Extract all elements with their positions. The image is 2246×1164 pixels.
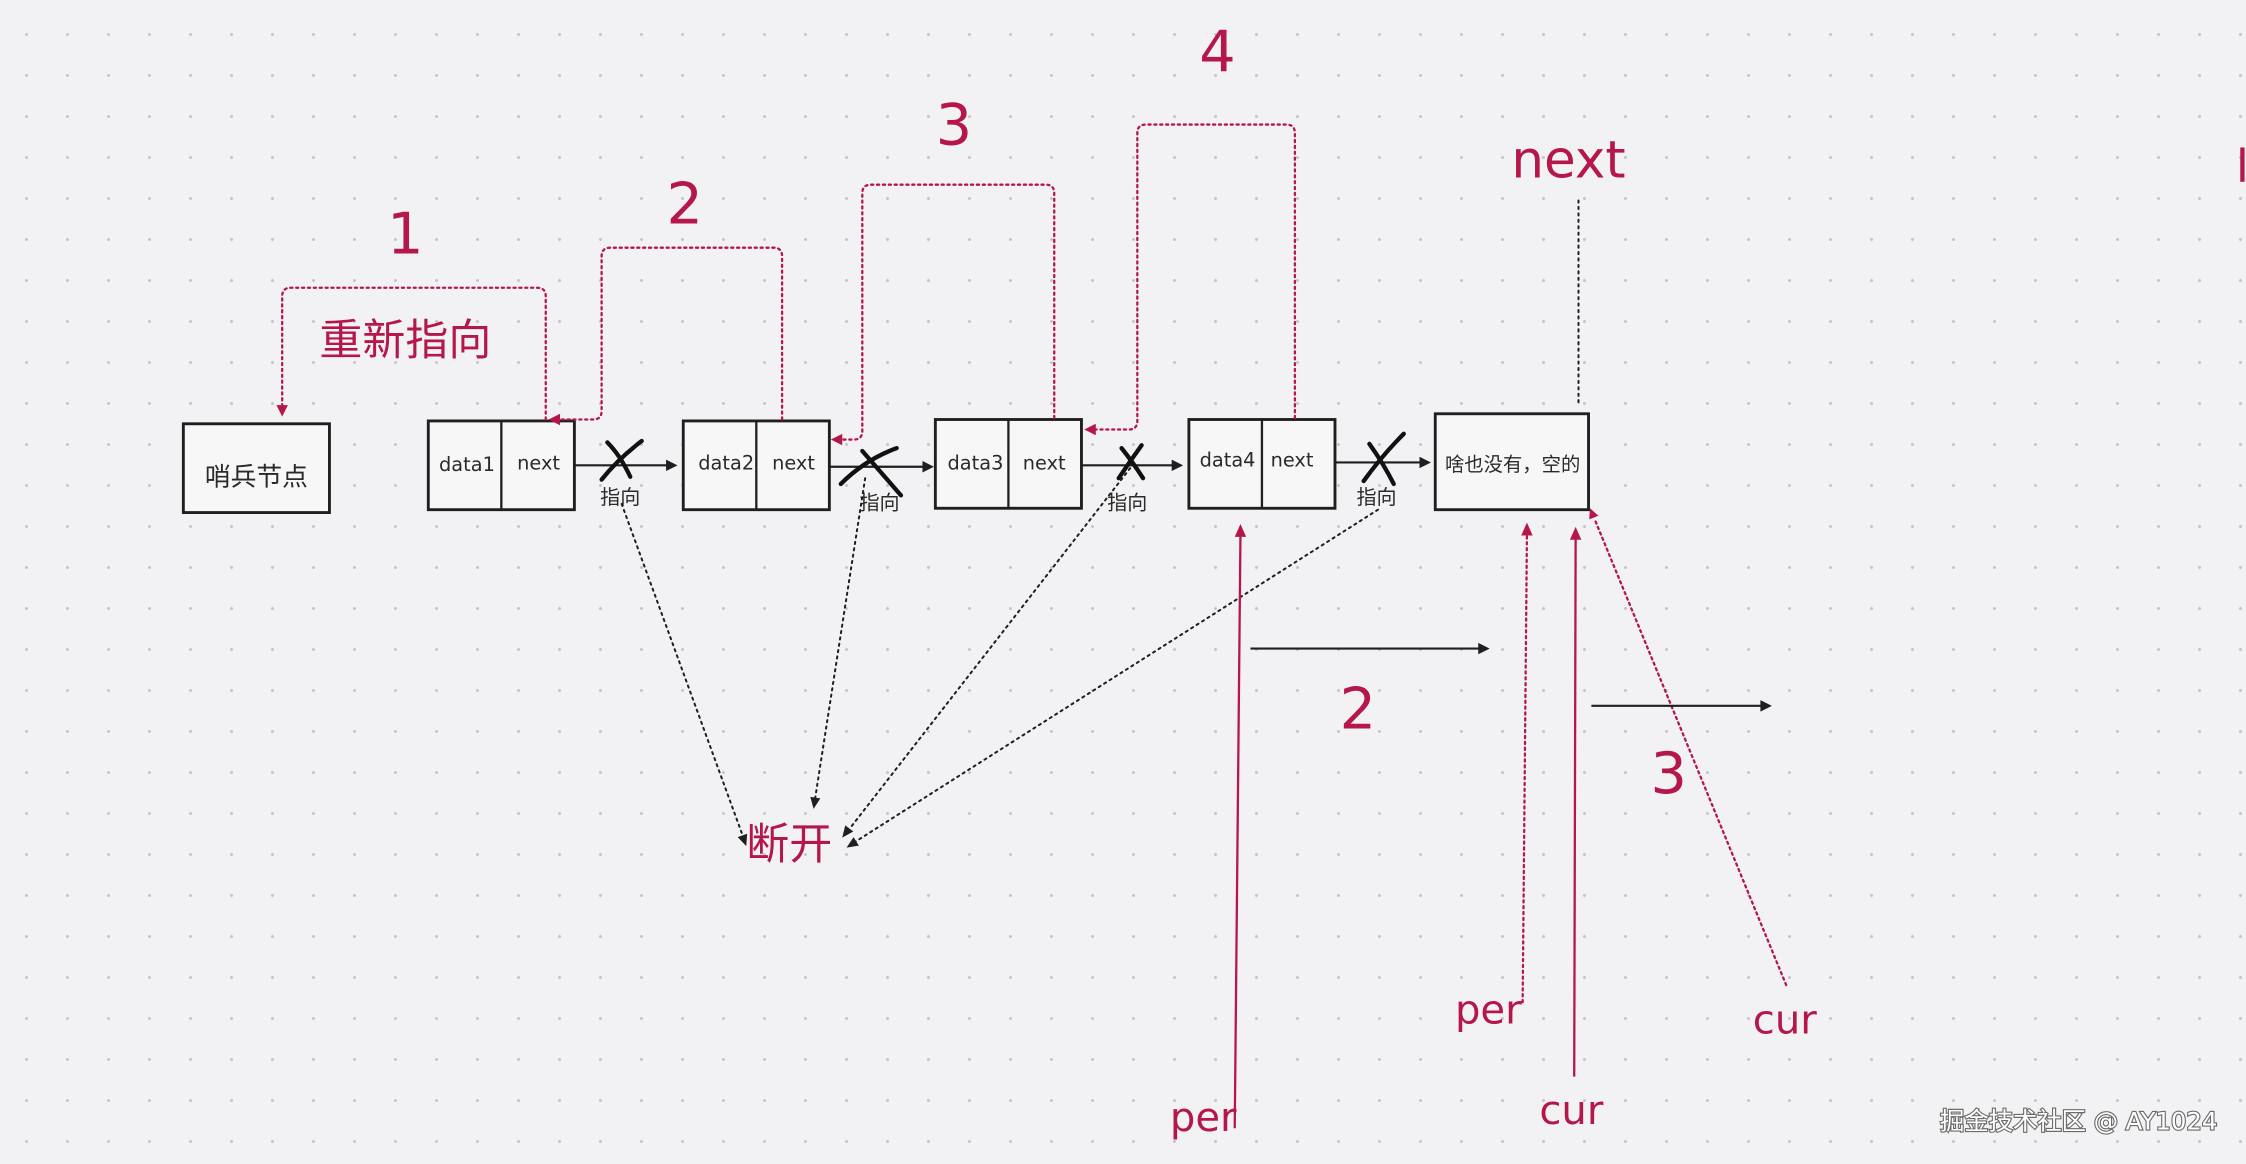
link-arrow-1-to-2 — [574, 459, 678, 472]
cross-out-mark-1 — [599, 438, 644, 482]
redirect-step-label-4: 4 — [1199, 19, 1235, 86]
cross-out-mark-2 — [838, 445, 904, 498]
cur-pointer-arrow-2 — [1589, 508, 1788, 987]
node-1-next-field: next — [517, 452, 560, 475]
node-4: data4 next — [1187, 418, 1337, 510]
redirect-arrow-4 — [1084, 123, 1297, 436]
link-label-4: 指向 — [1356, 485, 1396, 509]
break-line-2 — [810, 477, 867, 809]
cur-pointer-label-2: cur — [1753, 998, 1817, 1044]
redirect-step-label-2: 2 — [666, 170, 702, 237]
node-1-data-field: data1 — [439, 453, 495, 476]
empty-node-box — [1433, 412, 1590, 512]
empty-node-label: 啥也没有，空的 — [1445, 453, 1580, 476]
redirect-arrow-3 — [830, 183, 1056, 446]
node-1: data1 next — [426, 419, 576, 512]
redirect-arrow-1 — [276, 286, 547, 421]
move-step-label-2: 2 — [1340, 676, 1376, 743]
redirect-label: 重新指向 — [319, 316, 491, 366]
cur-pointer-arrow-1 — [1569, 526, 1582, 1077]
per-pointer-label-1: per — [1170, 1095, 1237, 1141]
node-3-data-field: data3 — [948, 452, 1004, 475]
link-label-2: 指向 — [859, 491, 899, 515]
break-line-1 — [620, 502, 748, 847]
node-2-data-field: data2 — [698, 452, 754, 475]
redirect-step-label-1: 1 — [387, 200, 423, 267]
node-3: data3 next — [933, 418, 1083, 510]
break-line-4 — [846, 508, 1379, 848]
per-pointer-arrow-1 — [1233, 524, 1247, 1129]
per-pointer-arrow-2 — [1521, 522, 1533, 1004]
link-label-1: 指向 — [600, 485, 640, 509]
empty-node: 啥也没有，空的 — [1433, 412, 1590, 512]
sentinel-node-label: 哨兵节点 — [205, 462, 308, 492]
redirect-arrow-2 — [548, 246, 784, 426]
next-label: next — [1511, 131, 1625, 191]
cur-pointer-label-1: cur — [1539, 1088, 1603, 1134]
move-arrow-3 — [1591, 700, 1772, 712]
move-step-label-3: 3 — [1651, 740, 1687, 807]
redirect-step-label-3: 3 — [936, 92, 972, 159]
cross-out-mark-4 — [1361, 431, 1406, 487]
node-2-next-field: next — [772, 452, 815, 475]
move-arrow-2 — [1250, 642, 1490, 655]
node-3-next-field: next — [1023, 452, 1066, 475]
break-label: 断开 — [746, 820, 832, 870]
link-label-3: 指向 — [1107, 491, 1147, 515]
watermark: 掘金技术社区 @ AY1024 — [1940, 1107, 2217, 1136]
sentinel-node: 哨兵节点 — [181, 422, 331, 514]
node-4-next-field: next — [1271, 449, 1314, 472]
break-line-3 — [842, 467, 1132, 838]
node-2: data2 next — [681, 419, 831, 512]
sentinel-node-box — [181, 422, 331, 514]
cross-out-mark-3 — [1116, 443, 1146, 481]
node-4-data-field: data4 — [1200, 449, 1256, 472]
cropped-text-fragment — [2240, 147, 2245, 182]
per-pointer-label-2: per — [1455, 988, 1522, 1034]
